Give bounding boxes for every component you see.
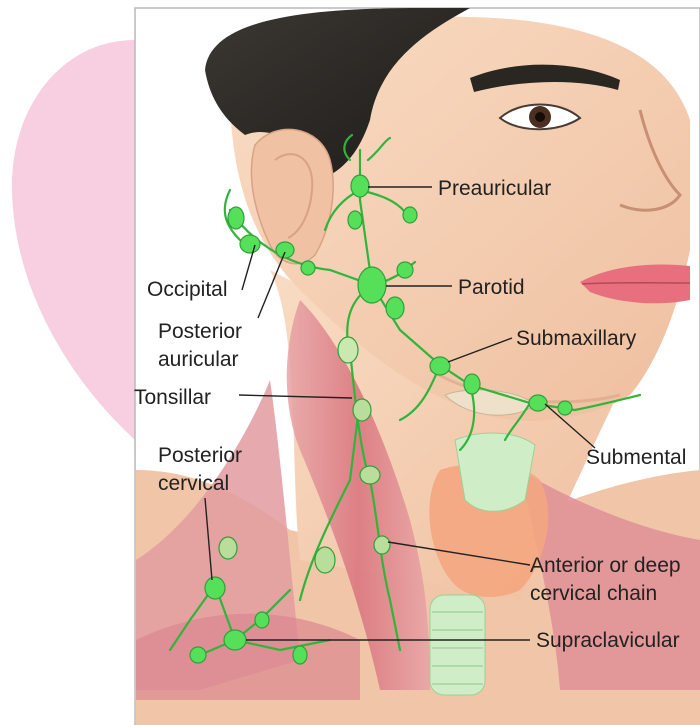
label-anterior-chain: cervical chain xyxy=(530,582,657,605)
larynx xyxy=(455,433,535,511)
lymph-node xyxy=(224,630,246,650)
lymph-node xyxy=(558,401,572,415)
lymph-node xyxy=(403,207,417,223)
lymph-node xyxy=(255,612,269,628)
lymph-node xyxy=(315,547,335,573)
lymph-node xyxy=(240,235,260,253)
lymph-node xyxy=(228,207,244,229)
lymph-node xyxy=(276,242,294,258)
label-submaxillary: Submaxillary xyxy=(516,327,637,350)
lymph-node xyxy=(529,395,547,411)
label-posterior-auricular: auricular xyxy=(158,348,239,371)
label-parotid: Parotid xyxy=(458,276,525,299)
lymph-node xyxy=(190,647,206,663)
label-posterior-auricular: Posterior xyxy=(158,320,242,343)
label-submental: Submental xyxy=(586,446,686,469)
collarbone-muscle xyxy=(136,614,360,700)
label-posterior-cervical: Posterior xyxy=(158,444,242,467)
lymph-node xyxy=(430,357,450,375)
lymph-node xyxy=(351,175,369,197)
label-anterior-chain: Anterior or deep xyxy=(530,554,681,577)
label-supraclavicular: Supraclavicular xyxy=(536,629,680,652)
lymph-node xyxy=(301,261,315,275)
lymph-node xyxy=(338,337,358,363)
lymph-node xyxy=(397,262,413,278)
label-tonsillar: Tonsillar xyxy=(134,386,211,409)
lymph-node xyxy=(293,646,307,664)
trachea xyxy=(430,595,485,695)
lymph-node xyxy=(205,577,225,599)
label-occipital: Occipital xyxy=(147,278,228,301)
lymph-node xyxy=(374,536,390,554)
label-preauricular: Preauricular xyxy=(438,177,551,200)
lymph-node xyxy=(360,466,380,484)
label-posterior-cervical: cervical xyxy=(158,472,229,495)
lymph-node xyxy=(219,537,237,559)
lymph-node xyxy=(386,297,404,319)
lymph-node xyxy=(353,399,371,421)
lymph-node xyxy=(348,211,362,229)
lymph-node xyxy=(464,374,480,394)
background-heart-shape xyxy=(12,40,135,440)
lymph-node xyxy=(358,267,386,303)
